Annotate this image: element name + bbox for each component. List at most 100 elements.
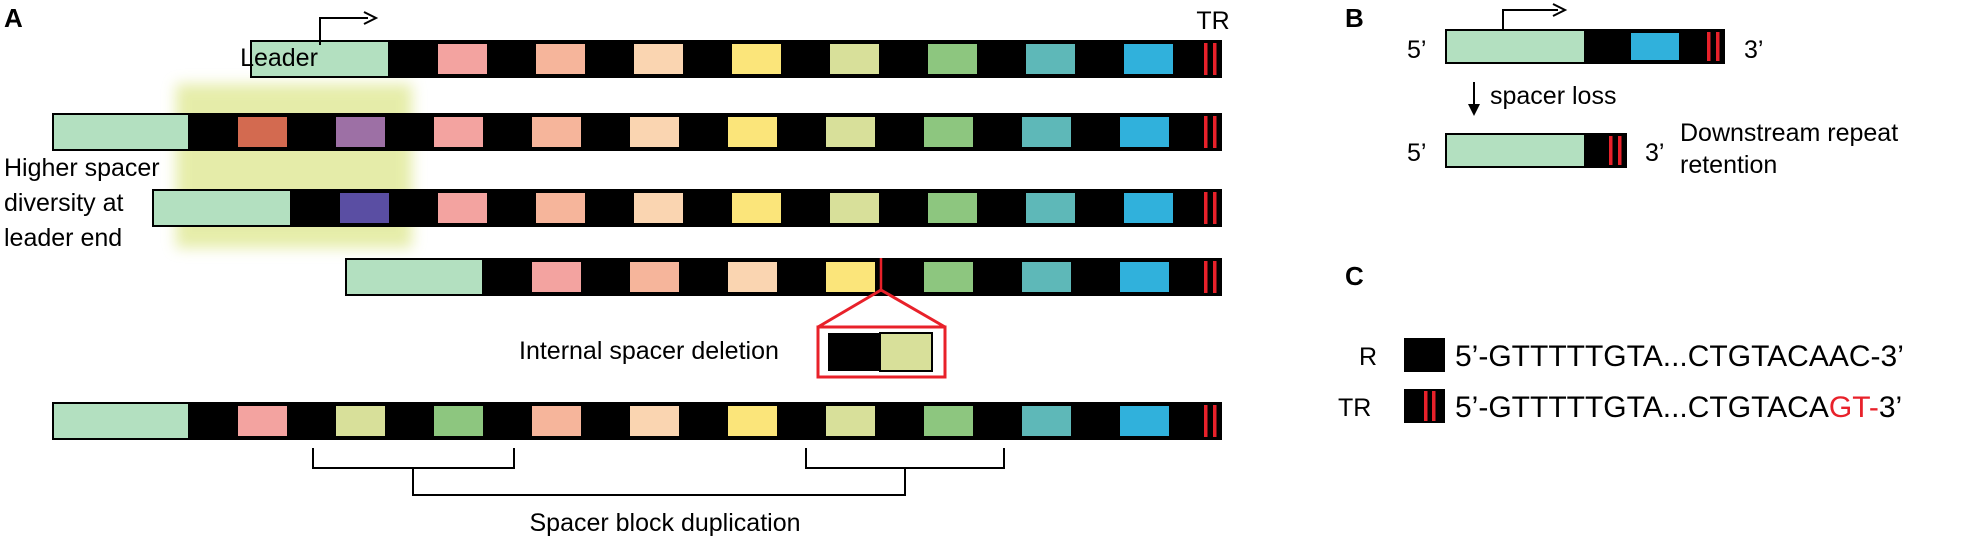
- leader-label: Leader: [240, 44, 318, 72]
- array-5-spacer-3-salmon: [532, 406, 581, 436]
- array-1-spacer-1-salmon: [536, 44, 585, 74]
- array-1-spacer-4-lime: [830, 44, 879, 74]
- c-tr-sequence-suffix: 3’: [1879, 391, 1902, 424]
- array-3-leader: [152, 189, 292, 227]
- array-5-spacer-8-teal: [1022, 406, 1071, 436]
- array-5-spacer-7-green: [924, 406, 973, 436]
- array-1-spacer-6-teal: [1026, 44, 1075, 74]
- array-2-spacer-4-peach: [630, 117, 679, 147]
- c-r-label: R: [1359, 343, 1377, 371]
- array-b-bottom-tr-stripe-1: [1609, 136, 1613, 165]
- c-tr-label: TR: [1338, 394, 1371, 422]
- array-3-spacer-5-lime: [830, 193, 879, 223]
- internal-deletion-callout: [816, 258, 947, 379]
- b-five-prime-top: 5’: [1407, 36, 1426, 64]
- transcription-arrow-head: [363, 11, 379, 25]
- c-tr-sequence-highlight: GT-: [1829, 391, 1879, 424]
- array-b-bottom: [1445, 133, 1627, 168]
- c-tr-sequence-prefix: 5’-GTTTTTGTA...CTGTACA: [1455, 391, 1829, 424]
- array-b-bottom-tr-stripe-2: [1618, 136, 1622, 165]
- panel-a: A Leader TR Higher spacer diversity at l…: [4, 3, 1230, 537]
- diversity-label-line-3: leader end: [4, 224, 122, 252]
- duplication-bracket-right: [805, 448, 1005, 469]
- array-5-leader: [52, 402, 190, 440]
- array-5-spacer-6-lime: [826, 406, 875, 436]
- array-2-spacer-7-green: [924, 117, 973, 147]
- tr-label: TR: [1196, 7, 1229, 35]
- array-5-spacer-1-lime: [336, 406, 385, 436]
- array-5-spacer-2-green: [434, 406, 483, 436]
- array-3-spacer-0-indigo: [340, 193, 389, 223]
- panel-c: C R 5’-GTTTTTGTA...CTGTACAAC-3’ TR 5’-GT…: [1338, 261, 1904, 424]
- array-1-spacer-0-pink: [438, 44, 487, 74]
- spacer-loss-arrow-head: [1468, 104, 1480, 116]
- retention-label-line-2: retention: [1680, 151, 1777, 179]
- array-2-spacer-8-teal: [1022, 117, 1071, 147]
- c-tr-stripe-2: [1432, 391, 1436, 421]
- array-4-tr-stripe-2: [1213, 261, 1217, 293]
- array-4-leader: [345, 258, 484, 296]
- array-2-spacer-3-salmon: [532, 117, 581, 147]
- array-1-tr-stripe-1: [1204, 43, 1208, 75]
- array-b-bottom-leader: [1445, 133, 1586, 168]
- diversity-label-line-2: diversity at: [4, 189, 124, 217]
- callout-lines: [817, 288, 946, 329]
- array-b-top-tr-stripe-1: [1707, 32, 1711, 61]
- array-2-leader: [52, 113, 190, 151]
- array-2-spacer-2-pink: [434, 117, 483, 147]
- callout-box: [816, 325, 947, 379]
- array-2: [52, 113, 1222, 151]
- duplication-bracket-left: [312, 448, 515, 469]
- panel-a-letter: A: [4, 3, 23, 33]
- array-2-spacer-9-blue: [1120, 117, 1169, 147]
- array-5-spacer-4-peach: [630, 406, 679, 436]
- array-4-spacer-5-teal: [1022, 262, 1071, 292]
- array-3-spacer-6-green: [928, 193, 977, 223]
- array-4-repeat-backbone: [345, 258, 1222, 296]
- array-3-tr-stripe-2: [1213, 192, 1217, 224]
- array-4: [345, 258, 1222, 296]
- duplication-bracket-join: [412, 468, 906, 496]
- array-3-spacer-2-salmon: [536, 193, 585, 223]
- array-4-spacer-3-yellow: [826, 262, 875, 292]
- b-transcription-arrow: [1502, 9, 1558, 32]
- retention-label-line-1: Downstream repeat: [1680, 119, 1898, 147]
- b-transcription-arrow-head: [1552, 3, 1568, 17]
- array-1-tr-stripe-2: [1213, 43, 1217, 75]
- array-2-spacer-1-mauve: [336, 117, 385, 147]
- callout-spacer-lime: [879, 332, 933, 372]
- transcription-start-arrow: [319, 17, 368, 45]
- callout-repeat: [828, 333, 880, 371]
- duplication-brackets: [312, 448, 1005, 496]
- duplication-label: Spacer block duplication: [530, 509, 801, 537]
- array-4-spacer-6-blue: [1120, 262, 1169, 292]
- array-3: [152, 189, 1222, 227]
- array-3-spacer-1-pink: [438, 193, 487, 223]
- array-1-spacer-7-blue: [1124, 44, 1173, 74]
- array-4-spacer-4-green: [924, 262, 973, 292]
- array-5-spacer-9-blue: [1120, 406, 1169, 436]
- c-tr-sequence: 5’-GTTTTTGTA...CTGTACAGT-3’: [1455, 391, 1902, 424]
- array-3-spacer-8-blue: [1124, 193, 1173, 223]
- spacer-loss-label: spacer loss: [1490, 82, 1616, 110]
- panel-c-letter: C: [1345, 261, 1364, 291]
- array-4-spacer-1-salmon: [630, 262, 679, 292]
- array-b-top-spacer-0-blue: [1631, 33, 1679, 60]
- array-5-spacer-5-yellow: [728, 406, 777, 436]
- array-2-spacer-5-yellow: [728, 117, 777, 147]
- array-b-top-leader: [1445, 29, 1586, 64]
- array-3-spacer-4-yellow: [732, 193, 781, 223]
- b-three-prime-bottom: 3’: [1645, 139, 1664, 167]
- array-1-spacer-3-yellow: [732, 44, 781, 74]
- array-5: [52, 402, 1222, 440]
- array-2-tr-stripe-1: [1204, 116, 1208, 148]
- c-tr-stripe-1: [1424, 391, 1428, 421]
- array-2-spacer-6-lime: [826, 117, 875, 147]
- diversity-label-line-1: Higher spacer: [4, 154, 160, 182]
- array-4-spacer-0-pink: [532, 262, 581, 292]
- array-4-spacer-2-peach: [728, 262, 777, 292]
- array-5-tr-stripe-1: [1204, 405, 1208, 437]
- b-five-prime-bottom: 5’: [1407, 139, 1426, 167]
- array-4-tr-stripe-1: [1204, 261, 1208, 293]
